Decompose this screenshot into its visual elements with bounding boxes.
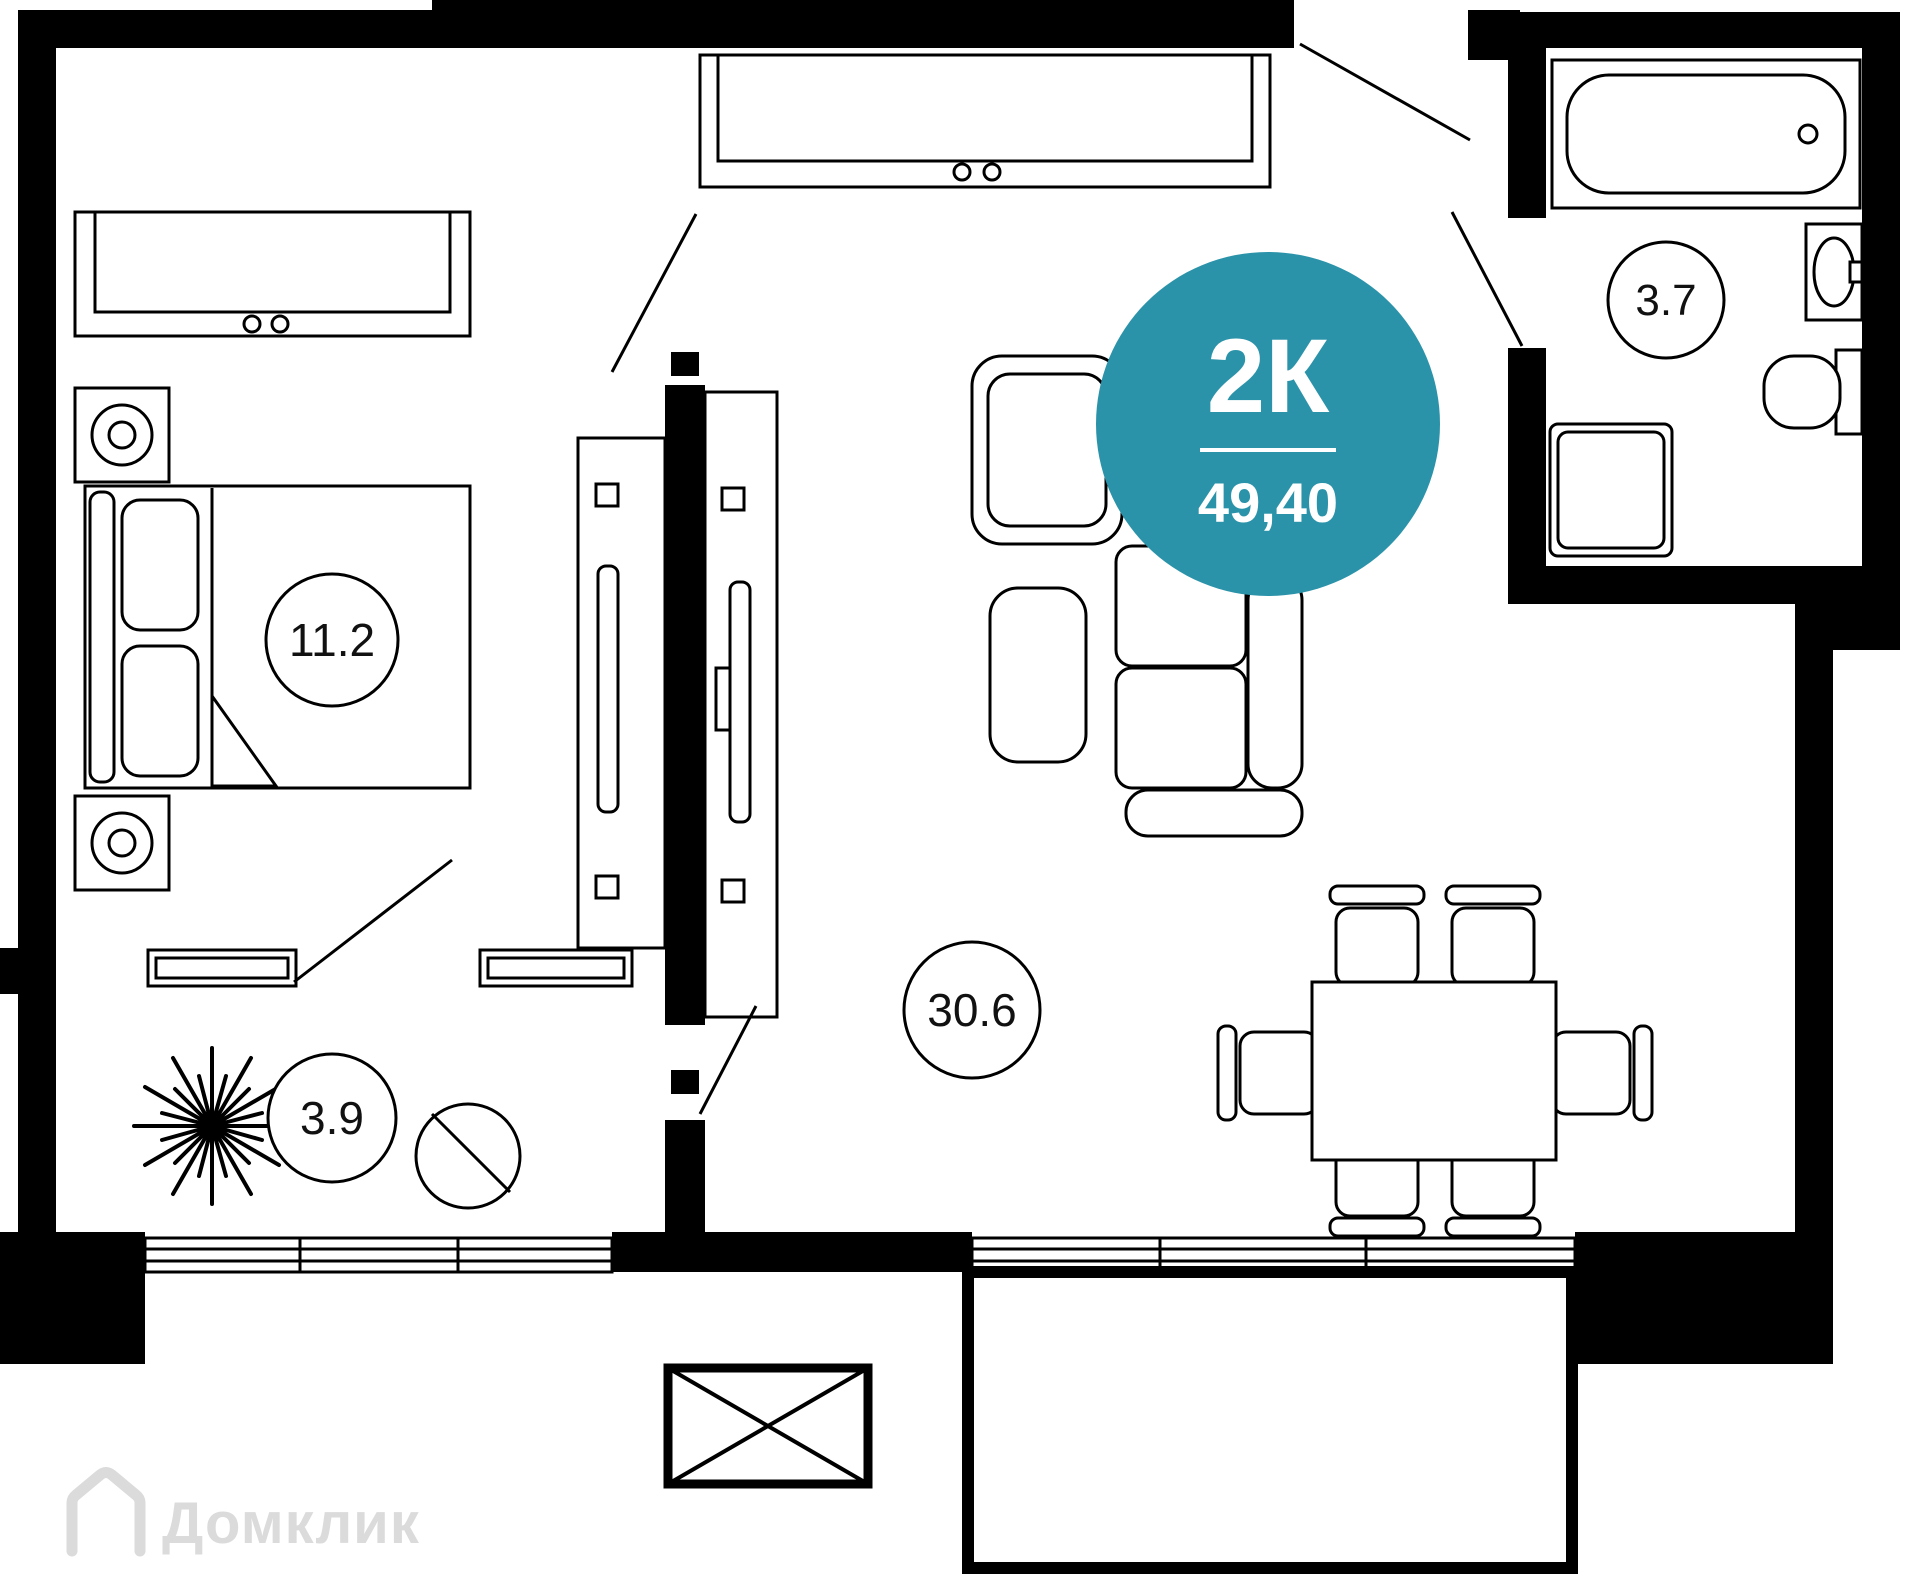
toilet xyxy=(1762,348,1864,436)
wall-corner-bottom-right xyxy=(1575,1232,1833,1364)
partition-sill-left xyxy=(146,948,298,988)
watermark-house-icon xyxy=(66,1467,146,1557)
wall-divider-nub-bottom xyxy=(671,1070,699,1094)
door-leaf-hall-living xyxy=(698,1005,758,1115)
bathtub xyxy=(1550,58,1862,210)
watermark: Домклик xyxy=(66,1467,420,1557)
wall-top-c xyxy=(1520,12,1900,48)
partition-sill-right xyxy=(478,948,634,988)
wall-divider-pillar xyxy=(665,1120,705,1236)
tv-panel-right xyxy=(703,390,779,1019)
wall-bath-left-upper xyxy=(1508,20,1546,218)
nightstand-bottom xyxy=(73,794,171,892)
pillow xyxy=(120,498,200,632)
wall-bottom-mid xyxy=(612,1232,972,1272)
wall-left xyxy=(18,10,56,1232)
wall-right-living xyxy=(1795,604,1833,1268)
washing-machine xyxy=(1548,422,1674,558)
apartment-badge: 2К 49,40 xyxy=(1096,252,1440,596)
wall-top-a xyxy=(18,10,432,48)
room-label-bedroom: 11.2 xyxy=(264,572,400,708)
dining-chair xyxy=(1328,884,1426,988)
wardrobe-bedroom xyxy=(73,210,472,338)
wall-right-bathroom xyxy=(1862,12,1900,604)
dining-chair xyxy=(1550,1024,1654,1122)
windows xyxy=(143,1236,1578,1574)
bedroom-area-label: 11.2 xyxy=(289,614,375,666)
blanket-fold xyxy=(210,691,279,788)
wall-left-bump xyxy=(0,948,56,994)
nightstand-top xyxy=(73,386,171,484)
tv-unit xyxy=(576,390,779,1019)
plant xyxy=(132,1046,292,1206)
vent-shaft xyxy=(663,1363,873,1489)
wall-top-b xyxy=(698,0,1294,48)
decor-vase xyxy=(414,1102,522,1210)
dining-table xyxy=(1310,980,1558,1162)
watermark-text: Домклик xyxy=(162,1491,420,1556)
door-swings xyxy=(293,42,1524,1115)
wall-divider-nub-top xyxy=(671,352,699,376)
tv-cabinet-left xyxy=(576,436,667,950)
walls xyxy=(0,0,1900,1364)
wall-tv-divider xyxy=(665,385,705,1025)
bathroom-area-label: 3.7 xyxy=(1635,276,1696,325)
dining-chair xyxy=(1216,1024,1320,1122)
door-leaf-bedroom-bottom xyxy=(293,858,453,984)
door-leaf-bathroom xyxy=(1450,211,1524,347)
tv-screen xyxy=(728,580,752,824)
wall-top-block xyxy=(432,0,698,48)
dining-set xyxy=(1216,884,1654,1238)
wall-bath-left-lower xyxy=(1508,348,1546,604)
balcony xyxy=(962,1266,1578,1574)
wardrobe-hall xyxy=(698,53,1272,189)
room-label-hallway: 3.9 xyxy=(266,1052,398,1184)
dining-chair xyxy=(1444,884,1542,988)
coffee-table xyxy=(988,586,1088,764)
room-label-bathroom: 3.7 xyxy=(1606,240,1726,360)
living-area-label: 30.6 xyxy=(927,984,1017,1036)
door-leaf-entry xyxy=(1299,42,1471,142)
badge-circle xyxy=(1096,252,1440,596)
tv-mount xyxy=(714,666,732,732)
window-left xyxy=(143,1236,614,1274)
bathroom-fixtures xyxy=(1548,58,1864,558)
door-leaf-bedroom-top xyxy=(610,213,698,373)
pillow xyxy=(120,644,200,778)
badge-area-value: 49,40 xyxy=(1198,471,1338,534)
wall-corner-bottom-left xyxy=(0,1232,145,1364)
room-label-living: 30.6 xyxy=(902,940,1042,1080)
sink xyxy=(1804,222,1864,322)
badge-rooms-label: 2К xyxy=(1207,318,1330,435)
hallway-area-label: 3.9 xyxy=(300,1092,364,1144)
